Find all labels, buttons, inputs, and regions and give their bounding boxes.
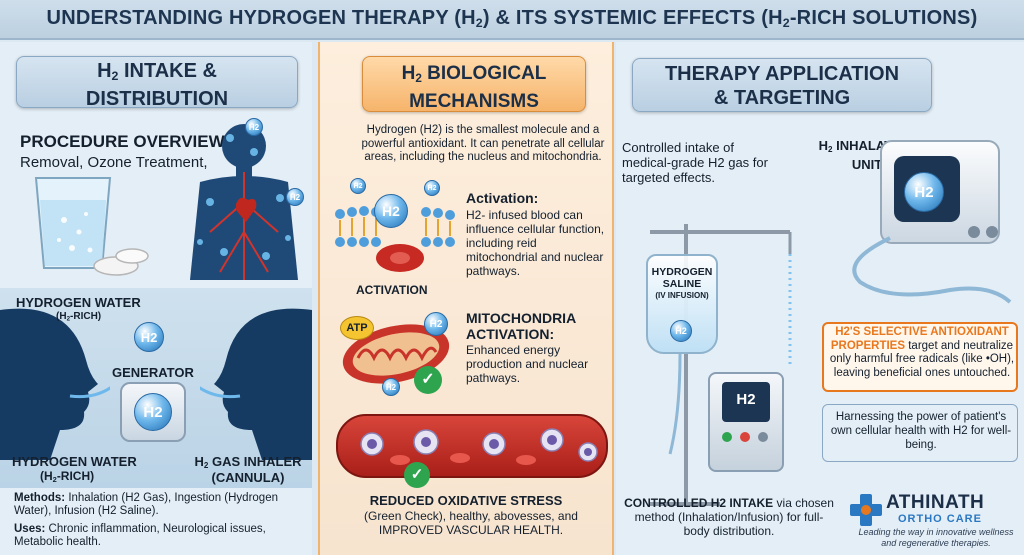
h2-molecule-icon: H2 [424,312,448,336]
h2-molecule-icon: H2 [670,320,692,342]
h2-molecule-icon: H2 [904,172,944,212]
check-icon: ✓ [404,462,430,488]
activation-text: H2- infused blood can influence cellular… [466,208,605,278]
pump-button [722,432,732,442]
patient-profile-right-illustration [200,308,312,460]
procedure-overview-title: PROCEDURE OVERVIEW: [20,132,231,151]
h2-molecule-icon: H2 [245,118,263,136]
gas-inhaler-label: H2 GAS INHALER (CANNULA) [194,454,302,485]
pump-button [758,432,768,442]
methods-text: Methods: Inhalation (H2 Gas), Ingestion … [14,492,278,517]
brand-logo-icon [850,494,882,526]
brand-tagline: Leading the way in innovative wellness a… [858,527,1014,548]
activation-title: Activation: [466,190,539,206]
oxidative-stress-text: (Green Check), healthy, abovesses, and I… [364,509,578,537]
activation-label: ACTIVATION [356,283,428,297]
check-icon: ✓ [414,366,442,394]
selective-antioxidant-text: H2'S SELECTIVE ANTIOXIDANT PROPERTIES ta… [829,326,1015,379]
right-panel-heading: THERAPY APPLICATION & TARGETING [632,58,932,112]
patient-profile-left-illustration [0,308,110,460]
h2-molecule-icon: H2 [374,194,408,228]
page-title: UNDERSTANDING HYDROGEN THERAPY (H2) & IT… [46,7,978,31]
h2-molecule-icon: H2 [382,378,400,396]
water-glass-icon [34,177,149,276]
middle-panel [318,42,614,555]
selective-antioxidant-callout [822,322,1018,392]
brand-subname: ORTHO CARE [898,513,982,525]
mitochondria-text: Enhanced energy production and nuclear p… [466,343,589,385]
middle-panel-heading: H2 BIOLOGICAL MECHANISMS [362,56,586,112]
hydrogen-water-top-label: HYDROGEN WATER [16,295,141,310]
hydrogen-water-bottom-label: HYDROGEN WATER [12,454,137,469]
harness-text: Harnessing the power of patient's own ce… [830,411,1012,451]
hydrogen-water-top-sublabel: (H2-RICH) [56,311,102,323]
h2-molecule-icon: H2 [134,393,172,431]
h2-molecule-icon: H2 [134,322,164,352]
h2-molecule-icon: H2 [350,178,366,194]
infusion-pump-screen [722,382,770,422]
pump-button [740,432,750,442]
right-intro-text: Controlled intake of medical-grade H2 ga… [622,140,768,185]
atp-badge: ATP [340,316,374,340]
title-banner: UNDERSTANDING HYDROGEN THERAPY (H2) & IT… [0,0,1024,40]
h2-molecule-icon: H2 [424,180,440,196]
harness-callout [822,404,1018,462]
saline-bag-label: HYDROGEN SALINE (IV INFUSION) [651,266,713,300]
controlled-intake-text: CONTROLLED H2 INTAKE via chosen method (… [624,496,834,538]
blood-cells-illustration [360,428,598,465]
infusion-pump-device [708,372,784,472]
generator-label: GENERATOR [112,365,194,380]
uses-text: Uses: Chronic inflammation, Neurological… [14,523,266,548]
procedure-overview-text: Removal, Ozone Treatment, [20,154,208,171]
generator-device-icon [120,382,186,442]
device-knob [986,226,998,238]
hydrogen-water-bottom-sublabel: (H2-RICH) [40,469,95,484]
oxidative-stress-title: REDUCED OXIDATIVE STRESS [369,493,563,508]
brand-name: ATHINATH [886,492,985,513]
device-knob [968,226,980,238]
middle-intro-text: Hydrogen (H2) is the smallest molecule a… [361,124,605,163]
h2-molecule-icon: H2 [286,188,304,206]
mitochondria-title: MITOCHONDRIA ACTIVATION: [466,310,577,342]
cell-membrane-illustration [335,206,455,272]
inhalation-tubing-illustration [852,236,1012,304]
left-panel-heading: H2 INTAKE & DISTRIBUTION [16,56,298,110]
iv-pole-illustration [650,224,792,506]
infusion-pump-h2-readout: H2 [736,391,756,408]
